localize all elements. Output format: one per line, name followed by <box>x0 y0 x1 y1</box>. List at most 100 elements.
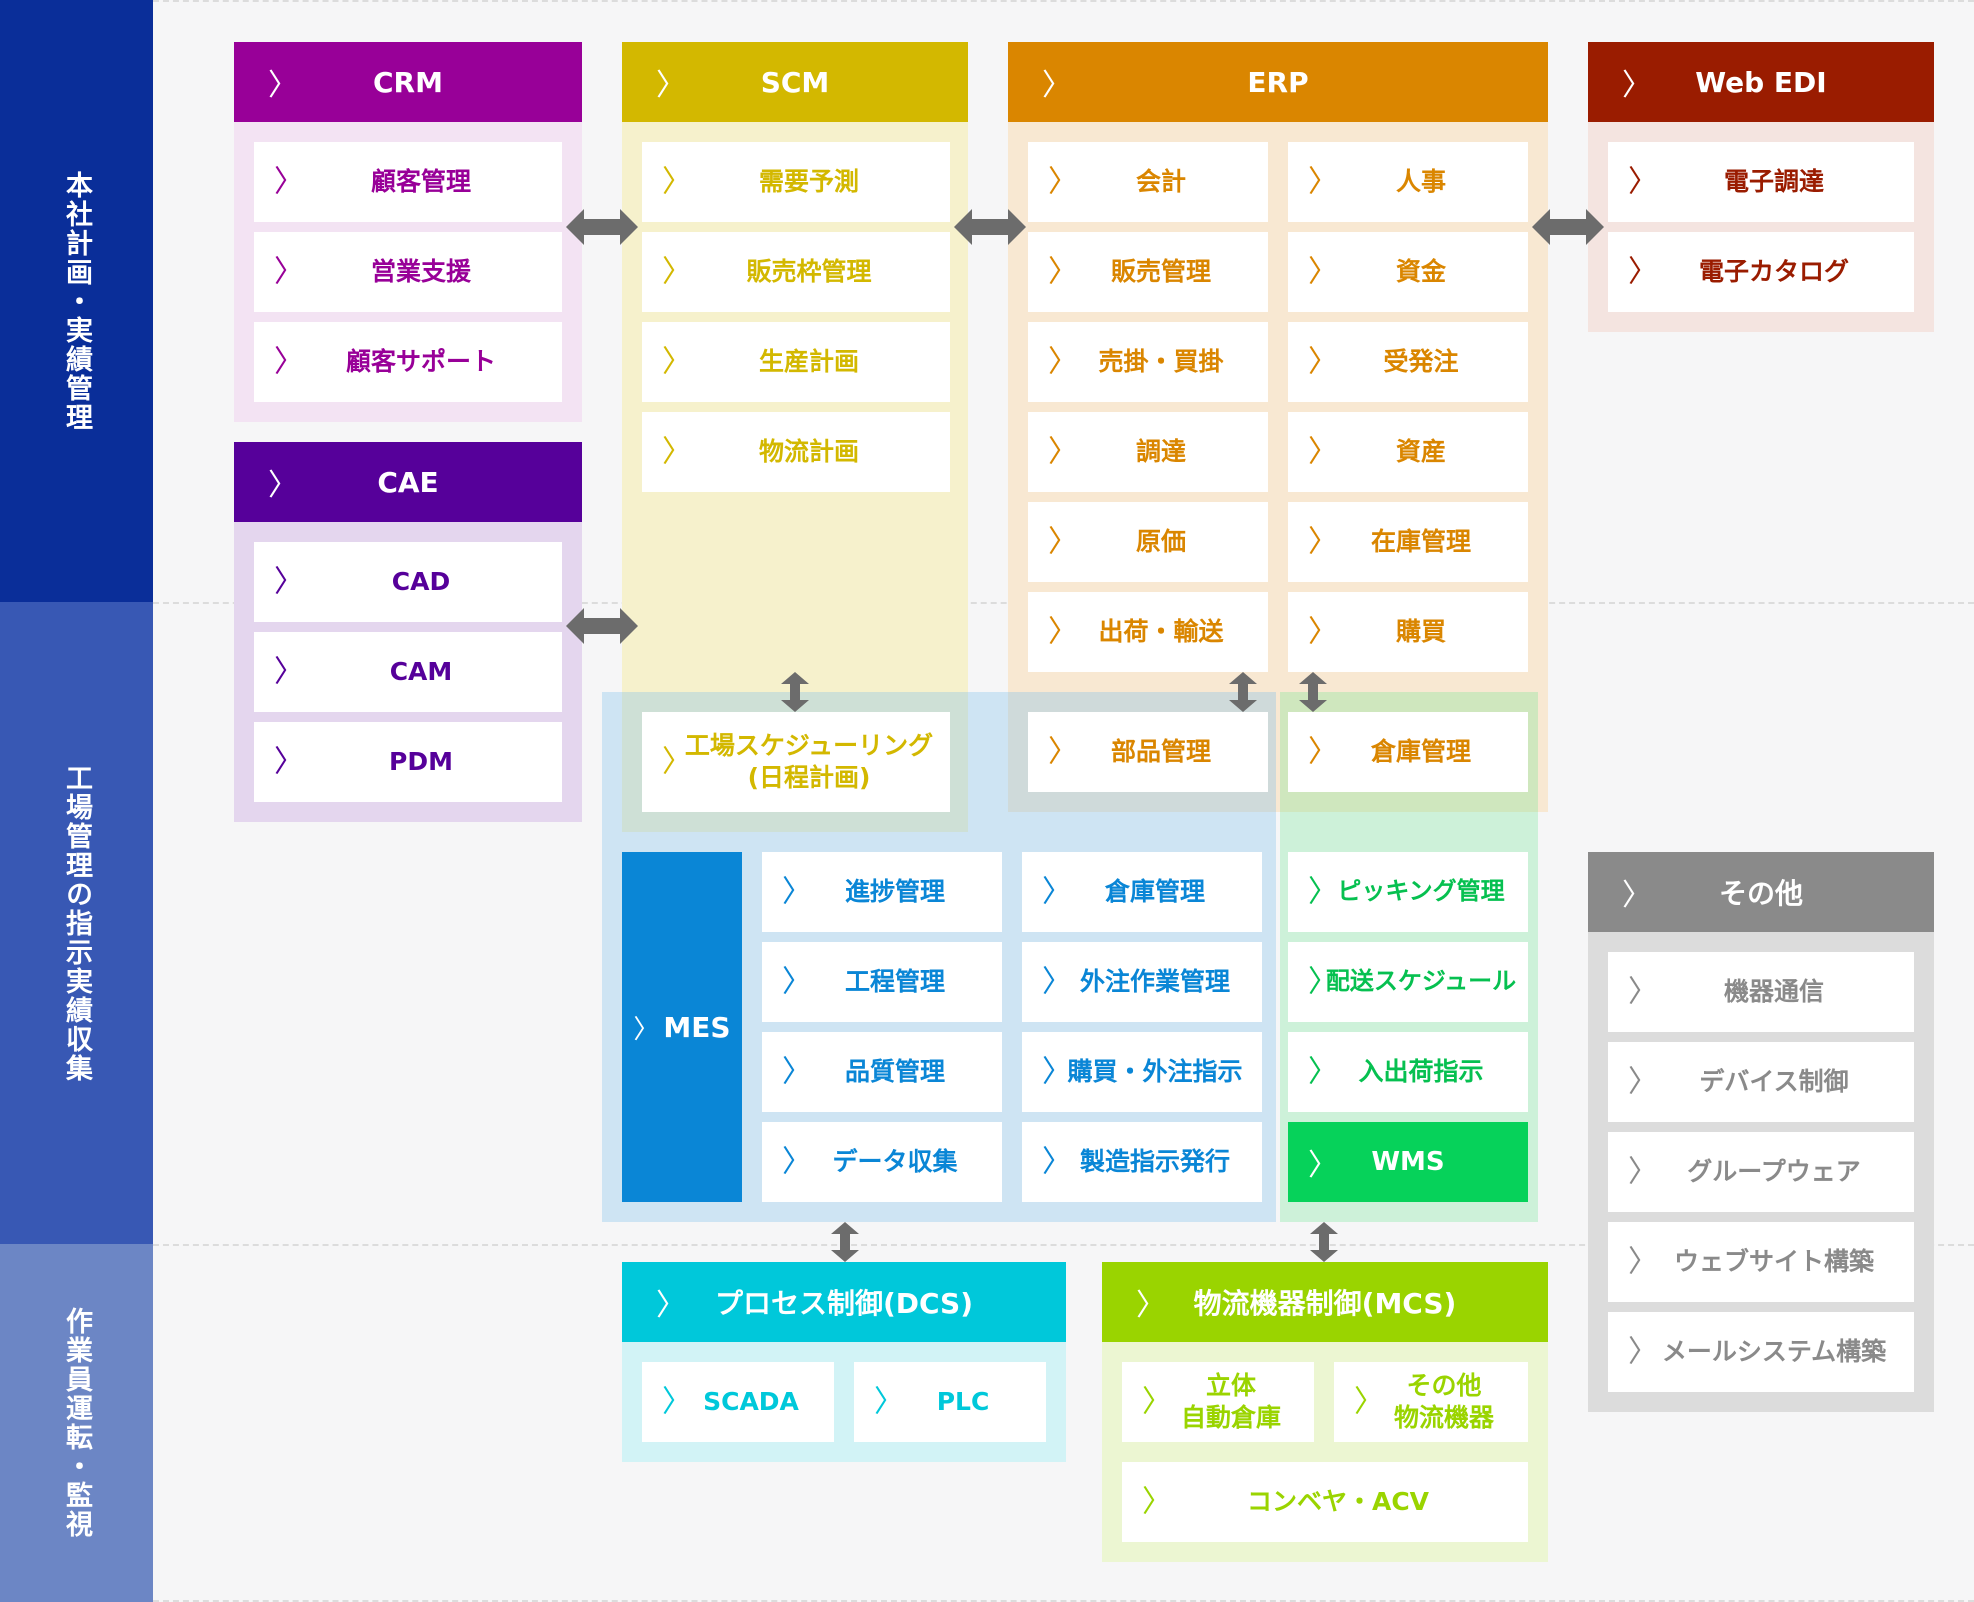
other-item-groupware[interactable]: 〉グループウェア <box>1608 1132 1914 1212</box>
wms-item-inout-instruction[interactable]: 〉入出荷指示 <box>1288 1032 1528 1112</box>
erp-item-funds[interactable]: 〉 資金 <box>1288 232 1528 312</box>
tile-label: 販売管理 <box>1110 256 1211 286</box>
erp-item-orders[interactable]: 〉受発注 <box>1288 322 1528 402</box>
cae-header[interactable]: 〉CAE <box>234 442 582 522</box>
chevron-right-icon: 〉 <box>274 744 304 780</box>
double-arrow-icon <box>781 672 809 712</box>
crm-item-customer-support[interactable]: 〉顧客サポート <box>254 322 562 402</box>
tile-label: 購買・外注指示 <box>1067 1056 1243 1086</box>
tile-label: 倉庫管理 <box>1104 876 1205 906</box>
scm-item-logistics-plan[interactable]: 〉物流計画 <box>642 412 950 492</box>
erp-item-shipping-transport[interactable]: 〉出荷・輸送 <box>1028 592 1268 672</box>
chevron-right-icon: 〉 <box>1628 254 1658 290</box>
erp-item-sales-management[interactable]: 〉販売管理 <box>1028 232 1268 312</box>
other-item-website-build[interactable]: 〉ウェブサイト構築 <box>1608 1222 1914 1302</box>
mes-item-progress[interactable]: 〉進捗管理 <box>762 852 1002 932</box>
tile-label: 顧客サポート <box>345 346 496 376</box>
tile-label: CAM <box>389 656 453 686</box>
factory-parts-management[interactable]: 〉部品管理 <box>1028 712 1268 792</box>
erp-item-cost[interactable]: 〉原価 <box>1028 502 1268 582</box>
chevron-right-icon: 〉 <box>1308 964 1338 1000</box>
chevron-right-icon: 〉 <box>1048 524 1078 560</box>
wms-title: WMS <box>1371 1147 1445 1177</box>
chevron-right-icon: 〉 <box>662 744 692 780</box>
erp-item-assets[interactable]: 〉資産 <box>1288 412 1528 492</box>
other-item-device-control[interactable]: 〉デバイス制御 <box>1608 1042 1914 1122</box>
chevron-right-icon: 〉 <box>656 68 686 103</box>
mcs-item2-line1: その他 <box>1406 1370 1482 1400</box>
chevron-right-icon: 〉 <box>662 164 692 200</box>
edi-header[interactable]: 〉Web EDI <box>1588 42 1934 122</box>
chevron-right-icon: 〉 <box>274 564 304 600</box>
chevron-right-icon: 〉 <box>1628 164 1658 200</box>
tile-label: 機器通信 <box>1723 976 1824 1006</box>
mcs-item-conveyor-acv[interactable]: 〉コンベヤ・ACV <box>1122 1462 1528 1542</box>
chevron-right-icon: 〉 <box>1308 614 1338 650</box>
mes-item-manufacturing-order[interactable]: 〉製造指示発行 <box>1022 1122 1262 1202</box>
erp-item-accounting[interactable]: 〉会計 <box>1028 142 1268 222</box>
mcs-item-automated-warehouse[interactable]: 〉立体自動倉庫 <box>1122 1362 1314 1442</box>
dcs-header[interactable]: 〉プロセス制御(DCS) <box>622 1262 1066 1342</box>
other-header[interactable]: 〉その他 <box>1588 852 1934 932</box>
tile-label: CAD <box>391 566 451 596</box>
tile-label: データ収集 <box>832 1146 958 1176</box>
mcs-item-other-logistics-equipment[interactable]: 〉その他物流機器 <box>1334 1362 1528 1442</box>
factory-warehouse-management[interactable]: 〉倉庫管理 <box>1288 712 1528 792</box>
double-arrow-icon <box>1310 1222 1338 1262</box>
mes-header[interactable]: 〉MES <box>622 852 742 1202</box>
erp-item-hr[interactable]: 〉人事 <box>1288 142 1528 222</box>
other-title: その他 <box>1718 877 1803 910</box>
chevron-right-icon: 〉 <box>782 874 812 910</box>
chevron-right-icon: 〉 <box>1308 254 1338 290</box>
crm-item-customer-management[interactable]: 〉顧客管理 <box>254 142 562 222</box>
wms-header[interactable]: 〉WMS <box>1288 1122 1528 1202</box>
wms-item-picking[interactable]: 〉ピッキング管理 <box>1288 852 1528 932</box>
chevron-right-icon: 〉 <box>1136 1288 1166 1323</box>
scm-item-demand-forecast[interactable]: 〉需要予測 <box>642 142 950 222</box>
erp-item-inventory[interactable]: 〉在庫管理 <box>1288 502 1528 582</box>
chevron-right-icon: 〉 <box>782 1054 812 1090</box>
chevron-right-icon: 〉 <box>1048 344 1078 380</box>
tile-label: 入出荷指示 <box>1358 1056 1484 1086</box>
erp-item-purchasing[interactable]: 〉 購買 <box>1288 592 1528 672</box>
tile-label: 購買 <box>1395 616 1446 646</box>
cae-item-cam[interactable]: 〉CAM <box>254 632 562 712</box>
band-hq-label: 本社計画・実績管理 <box>61 170 92 432</box>
tile-label: 品質管理 <box>844 1056 945 1086</box>
mcs-header[interactable]: 〉物流機器制御(MCS) <box>1102 1262 1548 1342</box>
crm-item-sales-support[interactable]: 〉営業支援 <box>254 232 562 312</box>
mes-item-purchase-instruction[interactable]: 〉購買・外注指示 <box>1022 1032 1262 1112</box>
tile-label: SCADA <box>703 1386 799 1416</box>
edi-item-e-procurement[interactable]: 〉電子調達 <box>1608 142 1914 222</box>
chevron-right-icon: 〉 <box>268 468 298 503</box>
cae-item-pdm[interactable]: 〉PDM <box>254 722 562 802</box>
divider-top <box>153 0 1974 2</box>
mes-item-process[interactable]: 〉工程管理 <box>762 942 1002 1022</box>
dcs-item-scada[interactable]: 〉SCADA <box>642 1362 834 1442</box>
scm-header[interactable]: 〉SCM <box>622 42 968 122</box>
other-item-mail-system[interactable]: 〉メールシステム構築 <box>1608 1312 1914 1392</box>
scm-item-production-plan[interactable]: 〉生産計画 <box>642 322 950 402</box>
erp-item-receivable-payable[interactable]: 〉売掛・買掛 <box>1028 322 1268 402</box>
chevron-right-icon: 〉 <box>662 344 692 380</box>
mes-item-outsourcing[interactable]: 〉外注作業管理 <box>1022 942 1262 1022</box>
crm-header[interactable]: 〉CRM <box>234 42 582 122</box>
tile-label: 資産 <box>1395 436 1446 466</box>
erp-item-procurement[interactable]: 〉調達 <box>1028 412 1268 492</box>
scm-item-sales-allocation[interactable]: 〉販売枠管理 <box>642 232 950 312</box>
erp-header[interactable]: 〉ERP <box>1008 42 1548 122</box>
chevron-right-icon: 〉 <box>874 1384 904 1420</box>
tile-label: 資金 <box>1395 256 1446 286</box>
factory-scheduling[interactable]: 〉工場スケジューリング(日程計画) <box>642 712 950 812</box>
mes-item-data-collection[interactable]: 〉データ収集 <box>762 1122 1002 1202</box>
mes-item-quality[interactable]: 〉 品質管理 <box>762 1032 1002 1112</box>
other-item-device-communication[interactable]: 〉 機器通信 <box>1608 952 1914 1032</box>
dcs-item-plc[interactable]: 〉 PLC <box>854 1362 1046 1442</box>
tile-label: PLC <box>936 1386 990 1416</box>
chevron-right-icon: 〉 <box>1628 974 1658 1010</box>
cae-item-cad[interactable]: 〉 CAD <box>254 542 562 622</box>
wms-item-delivery-schedule[interactable]: 〉配送スケジュール <box>1288 942 1528 1022</box>
mes-item-warehouse[interactable]: 〉倉庫管理 <box>1022 852 1262 932</box>
edi-item-e-catalog[interactable]: 〉電子カタログ <box>1608 232 1914 312</box>
chevron-right-icon: 〉 <box>1622 68 1652 103</box>
